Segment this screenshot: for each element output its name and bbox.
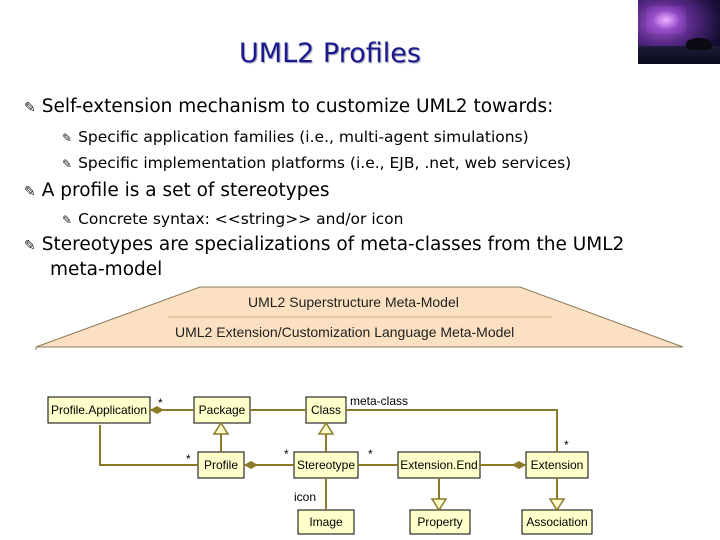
composition-diamond [150,406,164,414]
association-box [521,509,593,535]
icon-role-label: icon [294,490,317,504]
multiplicity: * [564,438,569,452]
generalization-arrow [548,498,566,512]
pen-bullet-icon: ✎ [24,184,36,200]
bullet-level2: ✎ Concrete syntax: <<string>> and/or ico… [62,210,403,228]
bullet-text: Specific application families (i.e., mul… [78,128,529,146]
association-label: Association [526,515,588,529]
nebula-glow [646,6,686,34]
assoc-extension-class [346,409,558,452]
bullet-level1: ✎ Stereotypes are specializations of met… [24,234,624,255]
bullet-text: Stereotypes are specializations of meta-… [41,234,625,255]
pen-bullet-icon: ✎ [24,100,36,116]
composition-diamond [512,461,526,469]
pen-bullet-icon: ✎ [62,157,73,171]
extension-language-label: UML2 Extension/Customization Language Me… [175,324,515,340]
corner-decoration-image [638,0,720,64]
profile-application-box [47,396,151,424]
rock-silhouette [686,38,712,50]
bullet-level1: ✎ Self-extension mechanism to customize … [24,96,553,117]
multiplicity: * [368,447,373,461]
property-label: Property [417,515,463,529]
superstructure-label: UML2 Superstructure Meta-Model [248,294,459,310]
extension-end-box [397,451,481,479]
meta-class-role-label: meta-class [350,394,409,408]
extension-label: Extension [530,458,584,472]
property-box [409,509,471,535]
generalization-arrow [430,498,448,512]
bullet-continuation: meta-model [50,259,163,280]
composition-diamond [244,461,258,469]
slide-title: UML2 Profiles [239,38,421,69]
bullet-text: Concrete syntax: <<string>> and/or icon [78,210,404,228]
package-label: Package [198,403,246,417]
profile-label: Profile [203,458,238,472]
bullet-text: A profile is a set of stereotypes [41,180,330,201]
bullet-text: Self-extension mechanism to customize UM… [41,96,554,117]
multiplicity: * [158,396,163,410]
assoc-profile-profileapplication [99,425,198,466]
generalization-arrow [212,421,230,435]
stereotype-label: Stereotype [296,458,356,472]
water-surface [638,46,720,64]
bullet-level2: ✎ Specific implementation platforms (i.e… [62,154,571,172]
multiplicity: * [284,447,289,461]
bullet-level1: ✎ A profile is a set of stereotypes [24,180,329,201]
pen-bullet-icon: ✎ [62,131,73,145]
pen-bullet-icon: ✎ [24,238,36,254]
pen-bullet-icon: ✎ [62,213,73,227]
package-box [193,396,251,424]
generalization-arrow [317,421,335,435]
extension-box [525,451,589,479]
class-label: Class [310,403,341,417]
multiplicity: * [186,452,191,466]
profile-application-label: Profile.Application [50,403,148,417]
bullet-level2: ✎ Specific application families (i.e., m… [62,128,529,146]
extension-end-label: Extension.End [400,458,478,472]
bullet-text: Specific implementation platforms (i.e.,… [78,154,572,172]
image-label: Image [309,515,343,529]
